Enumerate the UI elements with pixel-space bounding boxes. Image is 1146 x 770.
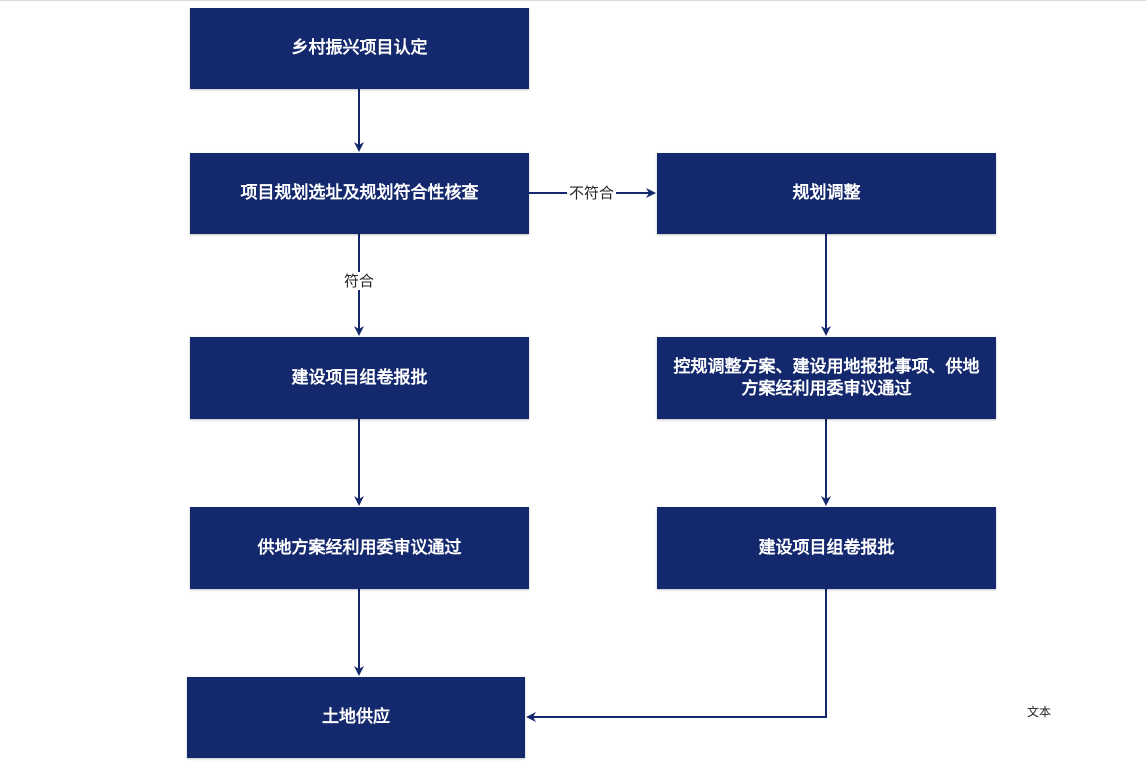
edge-label-conform: 符合 [342, 272, 377, 290]
node-project-identification[interactable]: 乡村振兴项目认定 [190, 8, 529, 89]
node-planning-site-check[interactable]: 项目规划选址及规划符合性核查 [190, 153, 529, 234]
node-regulatory-adjustment-approval[interactable]: 控规调整方案、建设用地报批事项、供地方案经利用委审议通过 [657, 337, 996, 419]
edge-label-not-conform: 不符合 [567, 184, 617, 202]
node-project-filing-left[interactable]: 建设项目组卷报批 [190, 337, 529, 419]
node-land-supply[interactable]: 土地供应 [187, 677, 525, 758]
free-text-label[interactable]: 文本 [1027, 705, 1052, 719]
top-divider [0, 0, 1146, 1]
node-land-supply-approval-left[interactable]: 供地方案经利用委审议通过 [190, 507, 529, 589]
edge-n8-n5[interactable] [526, 589, 827, 722]
node-project-filing-right[interactable]: 建设项目组卷报批 [657, 507, 996, 589]
node-planning-adjustment[interactable]: 规划调整 [657, 153, 996, 234]
